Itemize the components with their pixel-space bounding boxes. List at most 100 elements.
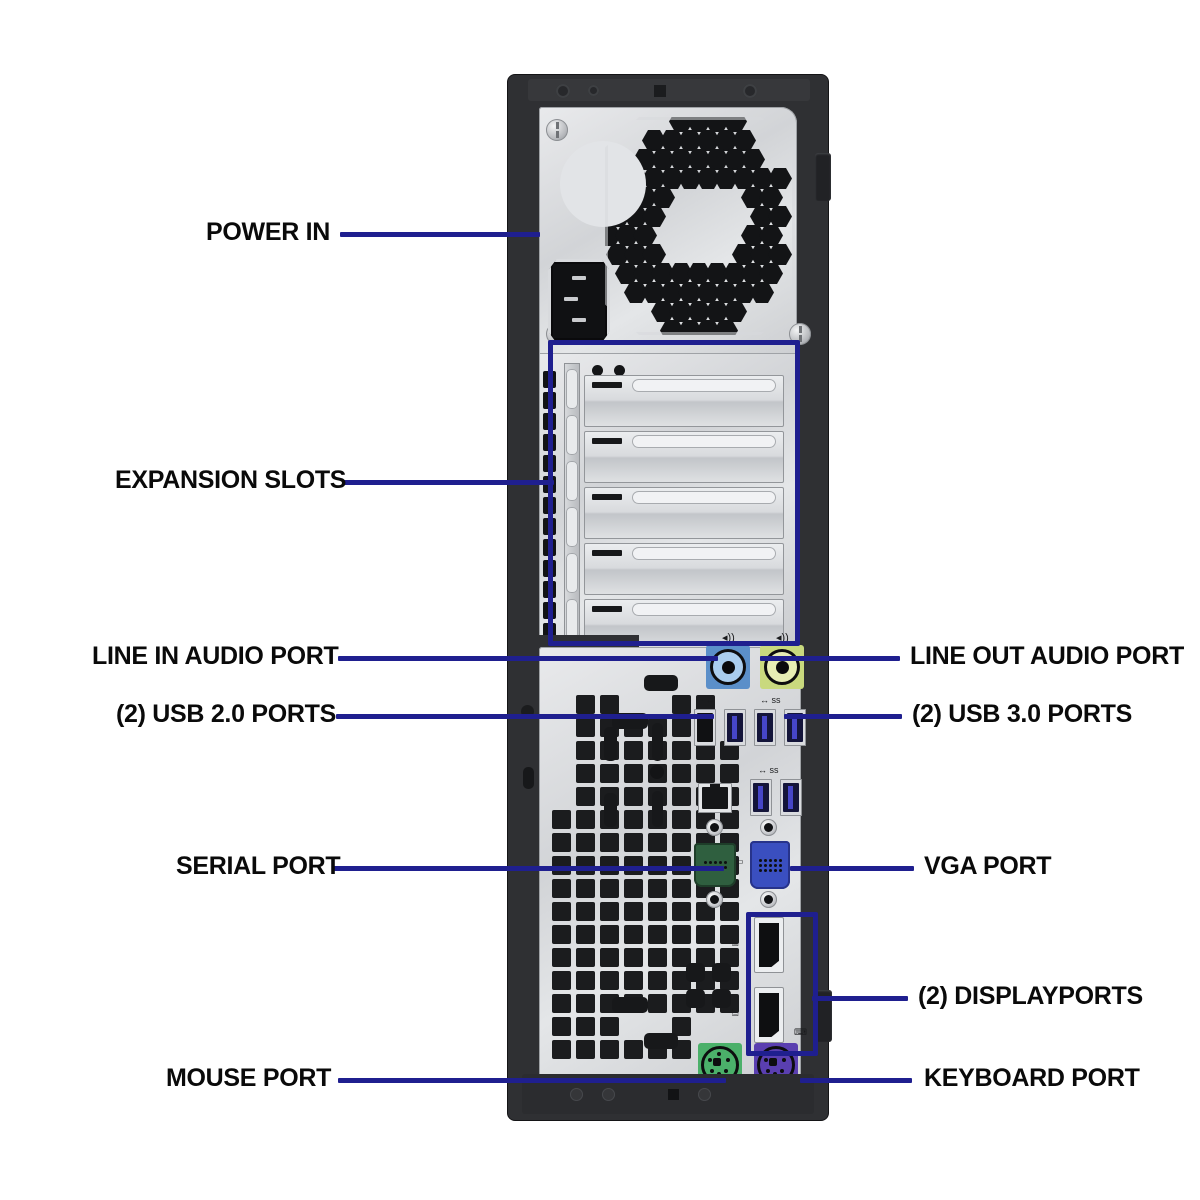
expansion-slot-rail [564, 363, 580, 643]
expansion-slots-highlight-box [548, 340, 800, 646]
vent-grid-cell [672, 810, 691, 829]
leader-keyboard-port [800, 1078, 912, 1083]
expansion-slot-cover-4 [584, 543, 784, 595]
serial-screw-top [706, 819, 723, 836]
expansion-slot-cover-2 [584, 431, 784, 483]
fan-grille-hex [696, 168, 720, 189]
label-usb-30: (2) USB 3.0 PORTS [912, 700, 1132, 728]
vent-grid-cell [576, 695, 595, 714]
slot-rail-tab [566, 415, 578, 455]
fan-grille-hex [714, 130, 738, 151]
fan-grille-hex [678, 282, 702, 303]
fan-grille-hex [651, 301, 675, 322]
vent-grid-cell [696, 948, 715, 967]
vent-grid-cell [648, 994, 667, 1013]
vent-grid-cell [624, 925, 643, 944]
power-inlet-c14 [548, 259, 610, 343]
vent-grid-cell [624, 833, 643, 852]
fan-grille-hex [624, 282, 648, 303]
vga-screw-bottom [760, 891, 777, 908]
label-keyboard-port: KEYBOARD PORT [924, 1064, 1140, 1092]
vent-grid-cell [648, 948, 667, 967]
fan-grille-hex [660, 168, 684, 189]
fan-grille-hex [723, 149, 747, 170]
vent-grid-cell [600, 1040, 619, 1059]
vent-grid-cell [576, 948, 595, 967]
vent-grid-cell [720, 764, 739, 783]
leader-serial-port [332, 866, 724, 871]
fan-grille-hex [705, 149, 729, 170]
chassis-latch-tab-bottom [814, 990, 832, 1042]
fan-grille-hex [732, 282, 756, 303]
vent-grid-cell [576, 810, 595, 829]
line-out-audio-jack [760, 645, 804, 689]
vent-grid-cell [600, 879, 619, 898]
label-expansion-slots: EXPANSION SLOTS [115, 466, 347, 494]
fan-grille-hex [633, 263, 657, 284]
usb-3-0-port-4 [780, 779, 802, 816]
leader-line-out-audio [760, 656, 900, 661]
ps2-mouse-icon: ⌖ [686, 1027, 692, 1037]
fan-grille-hex [669, 117, 693, 132]
fan-grille-hex [705, 263, 729, 284]
fan-grille-hex [615, 225, 639, 246]
usb-ss-icon: ↔ ss [758, 765, 779, 775]
vga-screw-top [760, 819, 777, 836]
fan-grille-hex [687, 301, 711, 322]
fan-grille-hex [723, 117, 747, 132]
psu-fan-grille [605, 117, 795, 335]
fan-grille-hex [741, 187, 765, 208]
vent-grid-cell [552, 810, 571, 829]
fan-grille-hex [687, 117, 711, 132]
vent-grid-cell [648, 971, 667, 990]
vent-grid-cell [576, 879, 595, 898]
fan-grille-hex [705, 301, 729, 322]
vga-port [750, 841, 790, 889]
usb-label-icon-right: ↔ ss [760, 695, 781, 705]
fan-grille-hex [714, 320, 738, 335]
line-in-audio-jack [706, 645, 750, 689]
vent-grid-cell [600, 764, 619, 783]
serial-port-db9 [694, 843, 736, 887]
vent-grid-cell [552, 1040, 571, 1059]
leader-mouse-port [338, 1078, 726, 1083]
fan-grille-hex [669, 263, 693, 284]
fan-grille-hex [759, 187, 783, 208]
io-shield-slot-4 [652, 791, 663, 827]
fan-grille-hex [732, 168, 756, 189]
vent-slot-lower [612, 997, 648, 1013]
fan-grille-hex [669, 149, 693, 170]
line-in-jack-hole [721, 660, 735, 674]
label-line-out-audio: LINE OUT AUDIO PORT [910, 642, 1184, 670]
label-power-in: POWER IN [206, 218, 330, 246]
top-marker-square [654, 85, 666, 97]
panel-screw-bottom-right [789, 323, 811, 345]
displayport-icon-1: ⌸ [732, 937, 739, 949]
fan-grille-hex [741, 225, 765, 246]
displayports-highlight-box [746, 912, 818, 1056]
slot-rail-tab [566, 461, 578, 501]
vent-square-3 [686, 989, 705, 1008]
vent-grid-cell [672, 695, 691, 714]
fan-grille-hex [750, 282, 774, 303]
fan-grille-hex [651, 187, 675, 208]
vent-grid-cell [624, 741, 643, 760]
fan-grille-hex [759, 263, 783, 284]
vent-grid-cell [576, 764, 595, 783]
leader-displayports [812, 996, 908, 1001]
usb-2-0-port-2 [724, 709, 746, 746]
vent-grid-cell [720, 948, 739, 967]
pc-chassis-rear: ◂)) ◂)) ⎓ ↔ ↔ ss ↔ ss [508, 75, 832, 1120]
fan-grille-hex [660, 320, 684, 335]
fan-grille-hex [768, 244, 792, 265]
vent-grid-cell [648, 902, 667, 921]
vent-grid-cell [600, 695, 619, 714]
vent-grid-cell [552, 925, 571, 944]
vent-square-4 [712, 989, 731, 1008]
vent-grid-cell [600, 1017, 619, 1036]
label-line-in-audio: LINE IN AUDIO PORT [92, 642, 339, 670]
fan-grille-hex [750, 206, 774, 227]
expansion-slot-cover-3 [584, 487, 784, 539]
vent-grid-cell [624, 948, 643, 967]
